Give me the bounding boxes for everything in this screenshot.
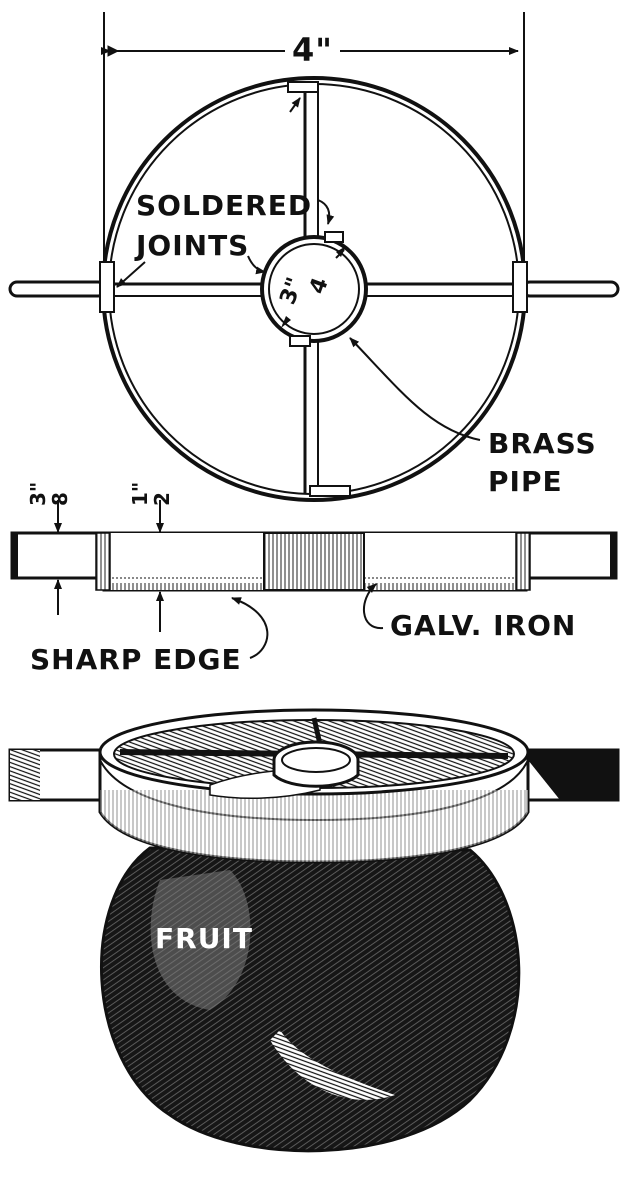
fruit-label: FRUIT <box>155 922 253 955</box>
depth-dim-1: 3" 8 <box>18 480 74 520</box>
pipe-dim-denominator: 4 <box>304 274 334 298</box>
soldered-label-line2: JOINTS <box>136 229 250 262</box>
brass-label-line1: BRASS <box>488 427 597 460</box>
width-dimension-label: 4" <box>292 31 333 69</box>
galv-iron-label: GALV. IRON <box>390 609 577 642</box>
soldered-label-line1: SOLDERED <box>136 189 313 222</box>
depth-2-denominator: 2 <box>150 492 174 506</box>
depth-1-denominator: 8 <box>48 492 72 506</box>
depth-1-numerator: 3" <box>26 481 50 506</box>
depth-2-numerator: 1" <box>128 481 152 506</box>
side-view <box>10 500 618 659</box>
depth-dim-2: 1" 2 <box>120 480 176 520</box>
brass-label-line2: PIPE <box>488 465 563 498</box>
perspective-view <box>8 708 620 1153</box>
top-view <box>8 12 620 502</box>
sharp-edge-label: SHARP EDGE <box>30 643 242 676</box>
